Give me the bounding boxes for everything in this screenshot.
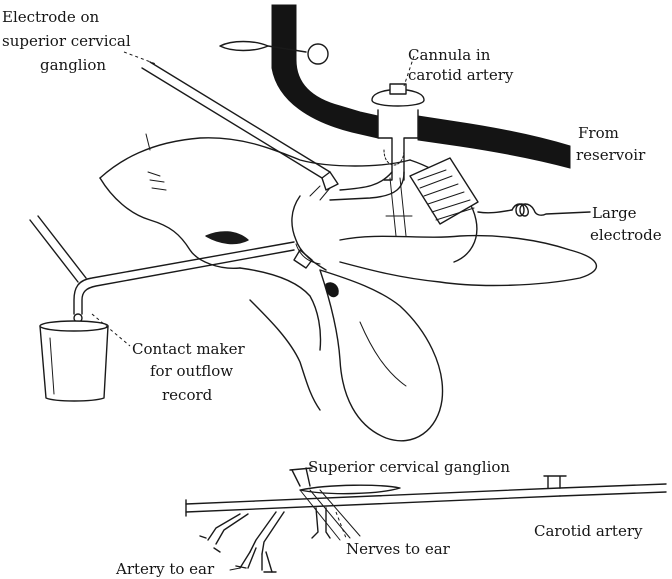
label-carotid-inset: Carotid artery (534, 522, 643, 540)
label-cannula-2: carotid artery (408, 66, 514, 84)
label-artery-inset: Artery to ear (115, 560, 215, 578)
ear-flap (320, 270, 443, 441)
label-contact-3: record (162, 386, 213, 404)
eye-mark (206, 232, 248, 244)
leader-artery (230, 568, 240, 570)
label-ganglion-inset: Superior cervical ganglion (308, 458, 510, 476)
beaker (40, 321, 108, 401)
label-reservoir-2: reservoir (576, 146, 646, 164)
label-reservoir-1: From (578, 124, 619, 142)
cannula (330, 84, 424, 200)
ganglion-electrode (142, 62, 338, 200)
label-nerves-inset: Nerves to ear (346, 540, 451, 558)
label-electrode-sup-3: ganglion (40, 56, 106, 74)
label-electrode-sup-1: Electrode on (2, 8, 100, 26)
label-large-electrode-2: electrode (590, 226, 662, 244)
label-contact-1: Contact maker (132, 340, 245, 358)
label-electrode-sup-2: superior cervical (2, 32, 131, 50)
large-electrode (386, 158, 590, 236)
reservoir-tube-right (418, 116, 570, 168)
label-large-electrode-1: Large (592, 204, 637, 222)
stand-post (30, 216, 86, 282)
label-contact-2: for outflow (150, 362, 233, 380)
label-cannula-1: Cannula in (408, 46, 491, 64)
outflow-tube (74, 242, 320, 322)
reservoir-tube-left (272, 5, 378, 138)
